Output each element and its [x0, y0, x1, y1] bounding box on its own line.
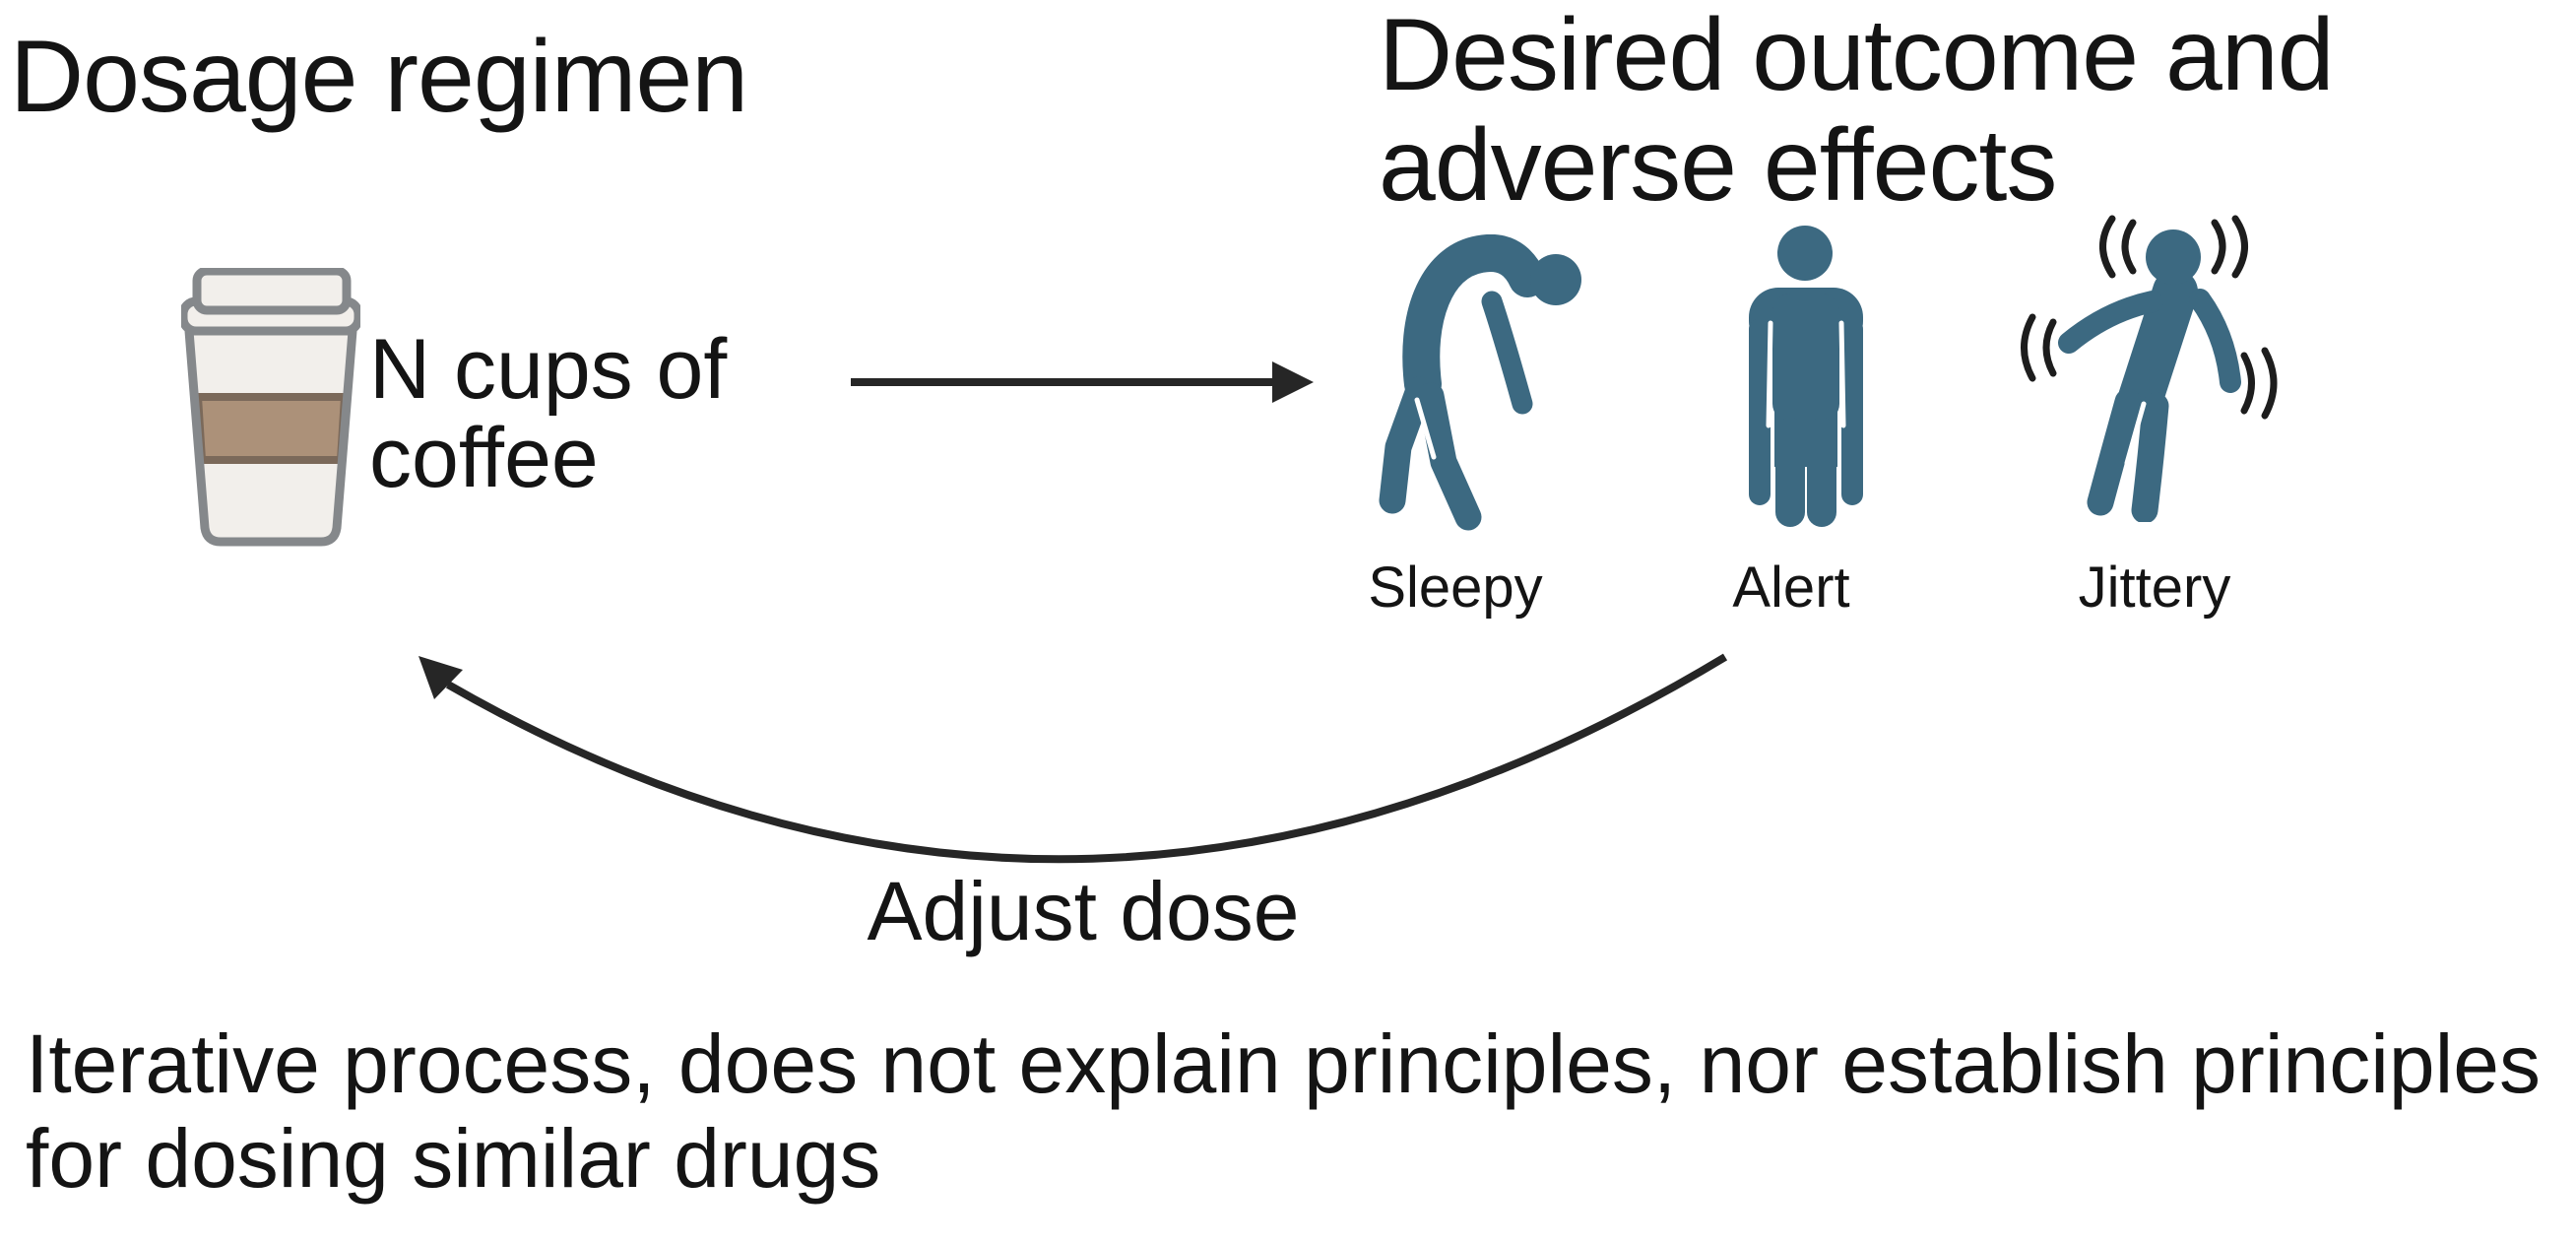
shake-head-left-inner — [2121, 219, 2137, 275]
cup-lid-top — [192, 268, 352, 315]
jittery-label: Jittery — [2078, 556, 2231, 620]
jittery-right-arm — [2189, 289, 2241, 393]
alert-person-icon — [1745, 221, 1867, 528]
sleepy-leg-gap — [1414, 397, 1437, 460]
sleepy-label: Sleepy — [1368, 556, 1543, 620]
right-title-line1: Desired outcome and — [1379, 0, 2335, 112]
shake-head-right-outer — [2231, 215, 2248, 279]
jittery-shake-marks — [2021, 215, 2278, 420]
sleepy-front-leg — [1379, 376, 1433, 514]
sleepy-arm — [1481, 291, 1533, 415]
sleepy-person-svg — [1379, 234, 1581, 531]
dose-label-line1: N cups of — [369, 322, 728, 417]
alert-torso — [1772, 294, 1839, 422]
curved-arrow-head — [419, 656, 463, 699]
shake-hand-left-inner — [2042, 318, 2057, 377]
cup-sleeve-band — [194, 393, 349, 464]
alert-label: Alert — [1732, 556, 1850, 620]
footnote-line2: for dosing similar drugs — [26, 1112, 881, 1205]
arrow-right-svg — [851, 361, 1314, 403]
left-title-text: Dosage regimen — [10, 20, 748, 134]
jittery-left-leg — [2087, 388, 2142, 516]
jittery-left-arm — [2058, 291, 2163, 354]
jittery-right-leg — [2131, 392, 2169, 522]
alert-person-svg — [1749, 226, 1863, 527]
footnote-line1: Iterative process, does not explain prin… — [26, 1017, 2542, 1110]
curved-arrow-shaft — [446, 653, 1728, 864]
curved-arrow-svg — [419, 653, 1728, 864]
shake-head-left-outer — [2099, 215, 2116, 279]
dose-label: N cups of coffee — [369, 325, 727, 502]
jittery-person-icon — [2015, 215, 2285, 522]
alert-head — [1777, 226, 1833, 281]
right-title-line2: adverse effects — [1379, 108, 2057, 223]
left-title: Dosage regimen — [10, 20, 748, 134]
shake-hand-left-outer — [2021, 313, 2036, 382]
cup-body-outline — [184, 326, 357, 547]
right-title: Desired outcome and adverse effects — [1379, 0, 2335, 223]
footnote: Iterative process, does not explain prin… — [26, 1016, 2541, 1206]
coffee-cup-icon — [181, 268, 360, 550]
sleepy-head — [1530, 254, 1581, 305]
alert-right-arm-gap — [1838, 320, 1846, 428]
jittery-leg-gap — [2124, 401, 2147, 466]
curved-arrow-left-icon — [394, 609, 1772, 1081]
arrow-right-icon — [837, 345, 1329, 424]
arrow-right-head — [1272, 361, 1314, 403]
jittery-torso — [2118, 269, 2198, 421]
sleepy-back-leg — [1417, 382, 1482, 531]
jittery-head — [2146, 229, 2201, 285]
adjust-dose-label: Adjust dose — [867, 865, 1300, 957]
alert-left-arm-gap — [1766, 320, 1773, 428]
dose-label-line2: coffee — [369, 411, 599, 505]
coffee-cup-svg — [181, 268, 360, 547]
shake-head-right-inner — [2211, 219, 2226, 275]
shake-hand-right-inner — [2240, 352, 2255, 415]
shake-hand-right-outer — [2261, 347, 2278, 420]
sleepy-torso — [1402, 234, 1546, 403]
sleepy-person-icon — [1374, 234, 1595, 532]
jittery-person-svg — [2021, 215, 2278, 522]
